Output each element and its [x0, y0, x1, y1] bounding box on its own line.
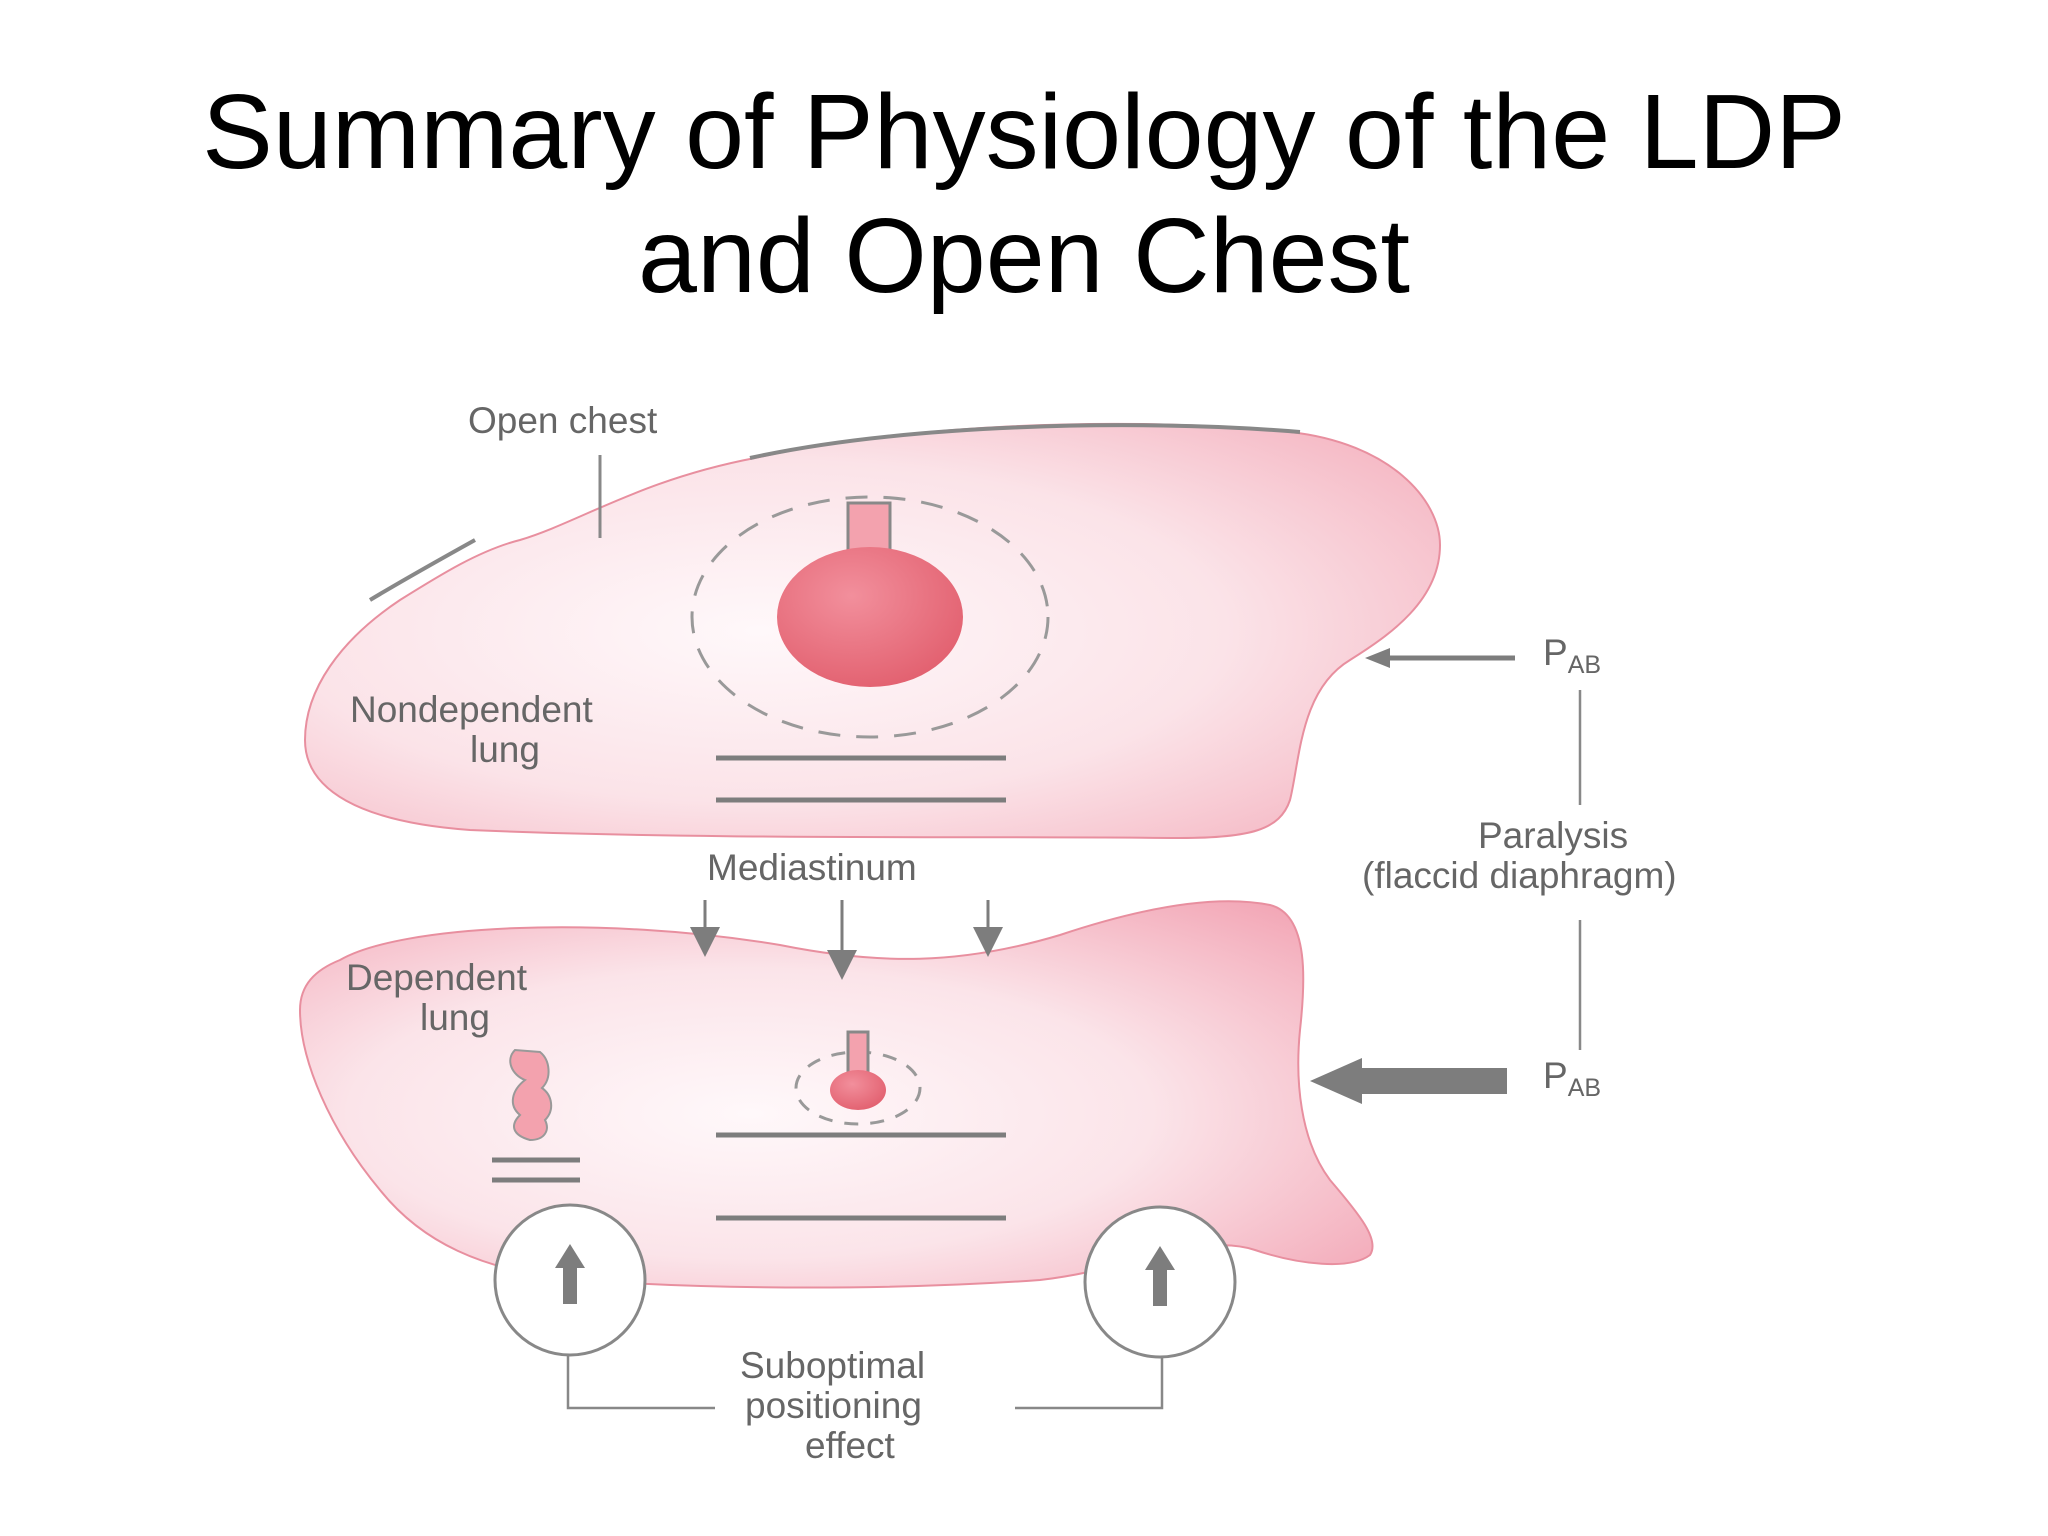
left-support-circle	[493, 1203, 647, 1357]
nondependent-dashed-circle	[690, 495, 1050, 739]
open-chest-opening-line	[749, 423, 1301, 460]
label-dependent-2: lung	[420, 997, 490, 1038]
label-open-chest: Open chest	[468, 400, 658, 441]
title-line-1: Summary of Physiology of the LDP	[202, 73, 1846, 191]
title-line-2: and Open Chest	[638, 197, 1410, 315]
label-paralysis-1: Paralysis	[1478, 815, 1628, 856]
label-pab-upper: PAB	[1543, 632, 1601, 679]
nondependent-lung	[303, 422, 1442, 840]
label-paralysis-2: (flaccid diaphragm)	[1362, 855, 1677, 896]
dependent-alveolus	[830, 1070, 886, 1110]
pab-lower-arrow	[1310, 1058, 1507, 1104]
mediastinum-arrows	[690, 900, 1003, 980]
label-nondependent-2: lung	[470, 729, 540, 770]
label-nondependent-1: Nondependent	[350, 689, 593, 730]
collapsed-airway	[509, 1048, 553, 1142]
right-support-circle	[1083, 1205, 1237, 1359]
label-mediastinum: Mediastinum	[707, 847, 917, 888]
label-suboptimal-3: effect	[805, 1425, 896, 1466]
label-pab-lower: PAB	[1543, 1055, 1601, 1102]
suboptimal-bracket-left	[566, 1356, 715, 1410]
chest-wall-left-line	[368, 538, 476, 602]
pab-upper-arrow	[1365, 648, 1515, 668]
suboptimal-bracket-right	[1015, 1358, 1164, 1410]
page-title: Summary of Physiology of the LDP and Ope…	[0, 70, 2048, 318]
label-suboptimal-2: positioning	[745, 1385, 922, 1426]
dependent-lung	[298, 900, 1374, 1289]
label-dependent-1: Dependent	[346, 957, 528, 998]
nondependent-alveolus	[777, 547, 963, 687]
label-suboptimal-1: Suboptimal	[740, 1345, 925, 1386]
